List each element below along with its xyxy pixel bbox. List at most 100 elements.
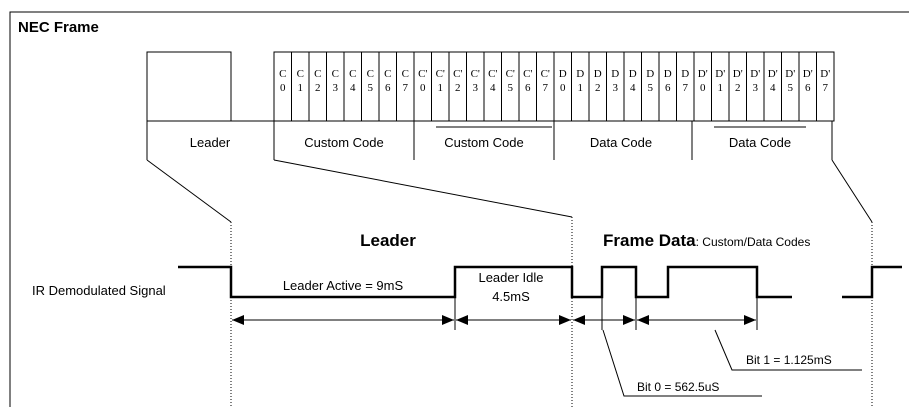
bit-cell-data-7: D7 xyxy=(676,51,695,122)
bit-cell-letter: C' xyxy=(488,68,497,80)
leader-idle-value: 4.5mS xyxy=(492,289,530,304)
bit-cell-custom-2: C2 xyxy=(308,51,327,122)
bit-cell-custom-inv-2: C' 2 xyxy=(448,51,467,122)
bit-cell-letter: C' xyxy=(541,68,550,80)
bit-cell-index: 2 xyxy=(455,82,461,94)
bit-cell-letter: C' xyxy=(506,68,515,80)
bit-cell-data-inv-6: D'6 xyxy=(798,51,817,122)
bit-cell-letter: C xyxy=(384,68,391,80)
bit-cell-letter: C xyxy=(367,68,374,80)
bit-cell-custom-3: C3 xyxy=(326,51,345,122)
bit-cell-custom-0: C0 xyxy=(273,51,292,122)
bit-cell-index: 5 xyxy=(788,82,794,94)
bit-cell-data-5: D5 xyxy=(641,51,660,122)
bit1-label: Bit 1 = 1.125mS xyxy=(746,353,832,367)
bit-cell-data-6: D6 xyxy=(658,51,677,122)
bit-cell-index: 0 xyxy=(280,82,286,94)
bit-cell-index: 0 xyxy=(700,82,706,94)
bit-cell-index: 4 xyxy=(350,82,356,94)
bit1-dimension xyxy=(637,315,756,325)
bit-cell-index: 3 xyxy=(613,82,619,94)
bit-cell-letter: C xyxy=(402,68,409,80)
bit-cell-custom-inv-3: C'3 xyxy=(466,51,485,122)
bit-cell-data-inv-7: D'7 xyxy=(816,51,835,122)
bit-cell-index: 7 xyxy=(543,82,549,94)
bit-cell-index: 7 xyxy=(403,82,409,94)
bit-cell-data-inv-5: D' 5 xyxy=(781,51,800,122)
bit-cell-index: 5 xyxy=(648,82,654,94)
leader-heading: Leader xyxy=(360,231,416,250)
bit-cell-custom-inv-1: C' 1 xyxy=(431,51,450,122)
bit-cell-data-inv-4: D' 4 xyxy=(763,51,782,122)
projection-line xyxy=(273,159,573,218)
bit-cell-custom-1: C1 xyxy=(291,51,310,122)
bit-cell-index: 0 xyxy=(560,82,566,94)
projection-line xyxy=(831,159,873,223)
bit-cell-index: 4 xyxy=(770,82,776,94)
bit-cell-letter: D' xyxy=(750,68,760,80)
bit0-label: Bit 0 = 562.5uS xyxy=(637,380,719,394)
bit-cell-letter: C xyxy=(349,68,356,80)
bit-cell-data-inv-1: D' 1 xyxy=(711,51,730,122)
segment-label-custom-code: Custom Code xyxy=(304,135,383,150)
ir-waveform xyxy=(178,265,792,299)
bit-cell-data-2: D2 xyxy=(588,51,607,122)
bit-cell-index: 0 xyxy=(420,82,426,94)
bit-cell-index: 3 xyxy=(753,82,759,94)
bit-cell-letter: C xyxy=(314,68,321,80)
bit-cell-custom-inv-7: C' 7 xyxy=(536,51,555,122)
bit-cell-index: 2 xyxy=(315,82,321,94)
bit-cell-letter: D xyxy=(629,68,637,80)
bit-cell-letter: D xyxy=(646,68,654,80)
bit-cell-index: 4 xyxy=(630,82,636,94)
bit-cell-data-inv-0: D' 0 xyxy=(693,51,712,122)
bit-cell-letter: D xyxy=(594,68,602,80)
bit-cell-index: 7 xyxy=(683,82,689,94)
bit-cells: C0C1C2C3C4C5C6C7C'0C'1C'2C'3C'4C'5C'6C'7… xyxy=(273,51,835,122)
bit-cell-index: 2 xyxy=(595,82,601,94)
bit-cell-data-inv-3: D' 3 xyxy=(746,51,765,122)
frame-data-heading: Frame Data: Custom/Data Codes xyxy=(603,231,810,250)
bit-cell-data-inv-2: D'2 xyxy=(728,51,747,122)
segment-label-leader: Leader xyxy=(190,135,231,150)
bit-cell-letter: C' xyxy=(436,68,445,80)
bit0-dimension xyxy=(573,315,635,325)
bit-cell-data-0: D0 xyxy=(553,51,572,122)
bit-cell-index: 6 xyxy=(665,82,671,94)
bit-cell-letter: D xyxy=(559,68,567,80)
diagram-title: NEC Frame xyxy=(18,19,99,36)
bit-cell-index: 5 xyxy=(508,82,514,94)
bit-cell-letter: D' xyxy=(698,68,708,80)
bit-cell-letter: C xyxy=(332,68,339,80)
panel-border xyxy=(9,11,909,407)
bit-cell-letter: D' xyxy=(715,68,725,80)
bit-cell-letter: C' xyxy=(453,68,462,80)
bit-cell-letter: D xyxy=(611,68,619,80)
leader-block xyxy=(146,51,232,122)
bit-cell-index: 6 xyxy=(385,82,391,94)
bit-cell-letter: C' xyxy=(471,68,480,80)
bit0-callout xyxy=(602,329,762,397)
bit-cell-data-3: D3 xyxy=(606,51,625,122)
bit-cell-letter: D xyxy=(576,68,584,80)
leader-active-label: Leader Active = 9mS xyxy=(283,278,404,293)
bit-cell-index: 4 xyxy=(490,82,496,94)
bit-cell-custom-5: C5 xyxy=(361,51,380,122)
bit-cell-index: 1 xyxy=(438,82,444,94)
bit-cell-custom-inv-6: C'6 xyxy=(518,51,537,122)
segment-label-data-code: Data Code xyxy=(590,135,652,150)
bit-cell-letter: D' xyxy=(785,68,795,80)
bit-cell-custom-7: C7 xyxy=(396,51,415,122)
bit-cell-index: 7 xyxy=(823,82,829,94)
leader-idle-dimension xyxy=(456,315,571,325)
bit-cell-custom-inv-4: C' 4 xyxy=(483,51,502,122)
bit-cell-index: 6 xyxy=(805,82,811,94)
bit-cell-letter: D' xyxy=(768,68,778,80)
ir-waveform-end xyxy=(842,265,902,299)
bit-cell-letter: D' xyxy=(733,68,743,80)
bit-cell-index: 1 xyxy=(718,82,724,94)
signal-label: IR Demodulated Signal xyxy=(32,283,166,298)
bit-cell-index: 3 xyxy=(333,82,339,94)
bit-cell-data-4: D4 xyxy=(623,51,642,122)
